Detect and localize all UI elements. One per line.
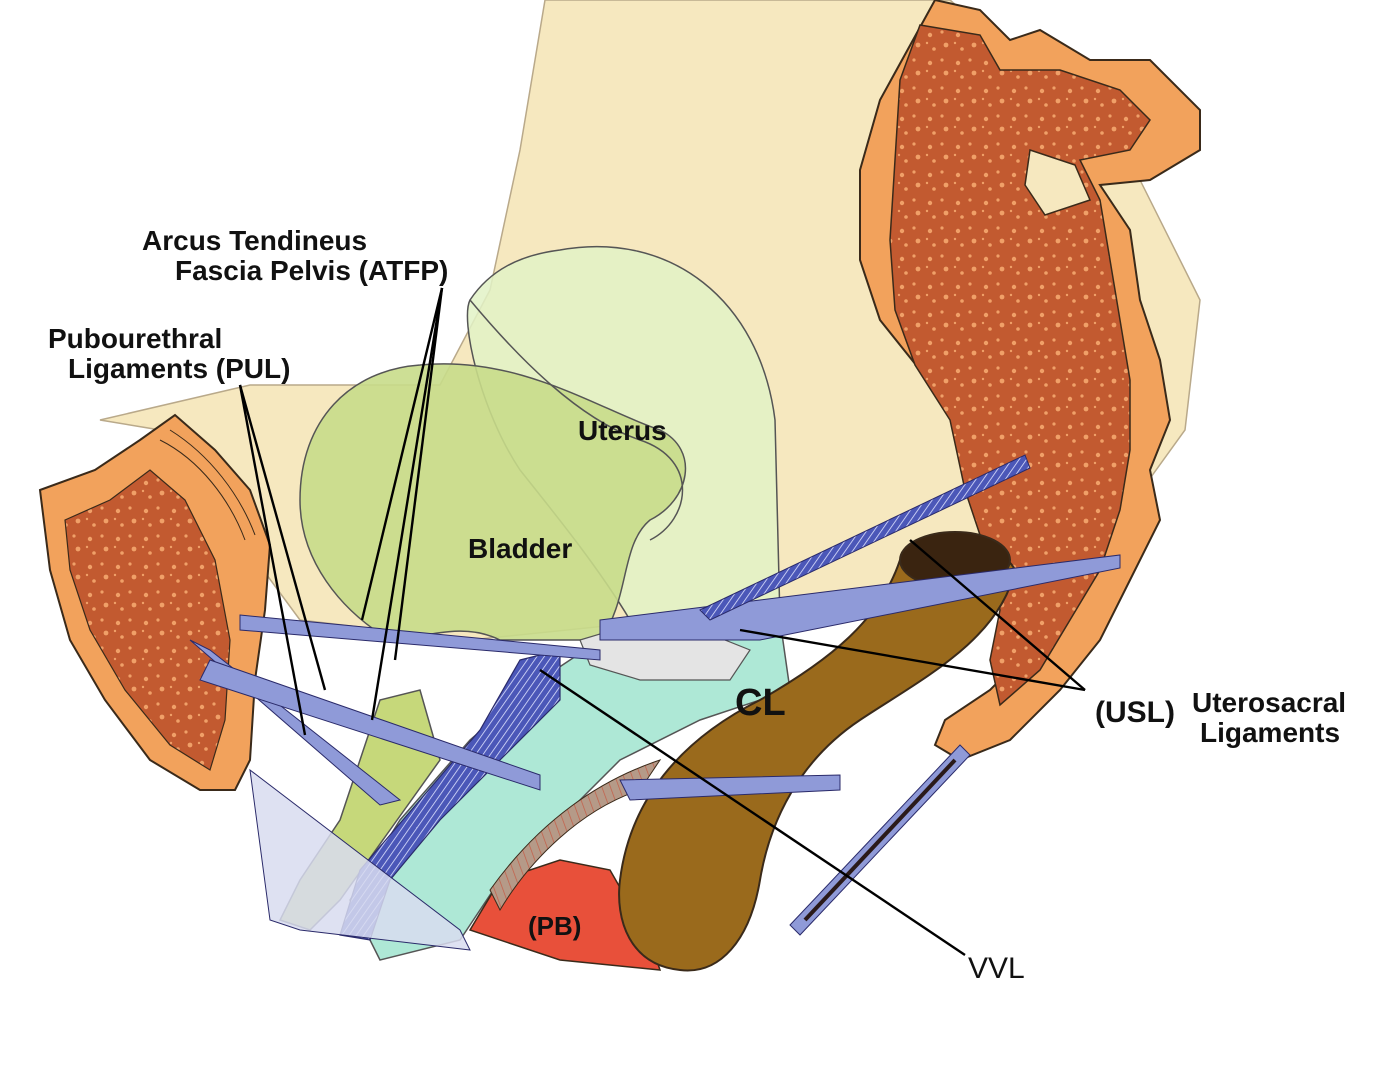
uterus-label: Uterus	[578, 415, 667, 446]
atfp-label-line2: Fascia Pelvis (ATFP)	[175, 255, 448, 286]
rectum-shape	[618, 540, 1017, 972]
usl-abbrev-label: (USL)	[1095, 696, 1175, 729]
pul-label-line1: Pubourethral	[48, 323, 222, 354]
ligaments	[189, 454, 1121, 951]
pb-label: (PB)	[528, 911, 581, 941]
leader-lines	[238, 287, 1086, 956]
bladder-label: Bladder	[468, 533, 572, 564]
vvl-label: VVL	[968, 952, 1025, 985]
usl-label-line2: Ligaments	[1200, 717, 1340, 748]
atfp-label-line1: Arcus Tendineus	[142, 225, 367, 256]
usl-label-line1: Uterosacral	[1192, 687, 1346, 718]
levator-fibers	[489, 759, 662, 912]
pul-label-line2: Ligaments (PUL)	[68, 353, 290, 384]
cl-label: CL	[735, 682, 786, 724]
